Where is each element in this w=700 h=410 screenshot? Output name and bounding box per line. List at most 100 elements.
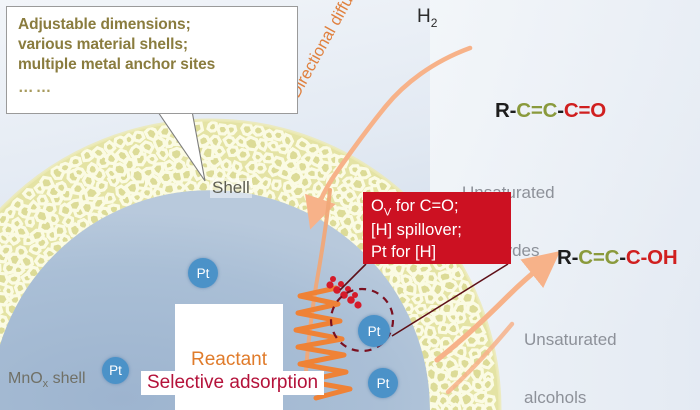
shell-grain	[58, 161, 73, 174]
outbound-product-arrow-secondary	[445, 321, 515, 395]
shell-grain	[0, 231, 11, 245]
mechanism-line-1: OV for C=O;	[371, 196, 511, 220]
shell-grain	[86, 161, 100, 176]
shell-grain	[413, 303, 428, 315]
pt-site-badge: Pt	[368, 368, 398, 398]
shell-grain	[256, 137, 269, 153]
shell-grain	[375, 178, 392, 194]
shell-grain	[471, 402, 485, 410]
hydrogen-subscript: 2	[430, 15, 438, 30]
pt-site-badge: Pt	[188, 258, 218, 288]
shell-label: Shell	[210, 178, 252, 198]
shell-grain	[161, 182, 177, 196]
mechanism-line-2: [H] spillover;	[371, 220, 462, 239]
callout-line-1: Adjustable dimensions;	[18, 16, 191, 33]
shell-grain	[155, 147, 170, 162]
hydrogen-spillover-dots	[326, 276, 362, 309]
shell-grain	[0, 336, 5, 351]
shell-grain	[261, 152, 276, 164]
shell-grain	[402, 281, 417, 297]
product-name-line-1: Unsaturated	[524, 330, 617, 350]
shell-grain	[222, 135, 237, 148]
shell-grain	[343, 188, 358, 203]
shell-grain	[476, 333, 489, 345]
shell-grain	[0, 302, 4, 316]
shell-grain	[61, 214, 75, 228]
shell-grain	[317, 145, 333, 159]
shell-grain	[103, 139, 117, 154]
shell-grain	[441, 278, 459, 293]
shell-grain	[164, 135, 176, 149]
shell-grain	[173, 181, 187, 193]
shell-grain	[169, 146, 185, 163]
shell-grain	[54, 180, 68, 195]
shell-grain	[104, 150, 119, 166]
shell-grain	[95, 179, 109, 193]
shell-grain	[468, 313, 482, 324]
shell-grain	[420, 313, 436, 326]
shell-grain	[0, 271, 10, 287]
mechanism-leader-right	[391, 263, 509, 337]
product-formula-part-3: -	[619, 245, 626, 269]
shell-grain	[305, 143, 321, 156]
shell-grain	[447, 366, 462, 381]
shell-grain	[451, 266, 465, 281]
outbound-product-arrow	[434, 251, 561, 363]
shell-grain	[36, 194, 49, 206]
product-formula-part-1: -	[571, 245, 579, 269]
shell-grain	[39, 175, 55, 190]
shell-grain	[253, 162, 268, 174]
shell-material-suffix: shell	[48, 370, 86, 387]
shell-grain	[426, 404, 442, 410]
shell-grain	[431, 311, 446, 325]
mechanism-line-1-rest: for C=O;	[391, 197, 459, 215]
shell-grain	[2, 284, 15, 298]
selective-adsorption-label: Selective adsorption	[141, 371, 325, 396]
shell-grain	[458, 356, 473, 371]
shell-grain	[473, 390, 488, 404]
shell-grain	[132, 130, 146, 143]
product-name-line-2: alcohols	[524, 388, 587, 408]
shell-grain	[453, 345, 467, 359]
shell-grain	[152, 186, 164, 199]
shell-grain	[231, 159, 243, 174]
shell-grain	[317, 160, 333, 177]
shell-grain	[150, 162, 165, 178]
shell-material-subscript: x	[42, 378, 49, 391]
shell-grain	[271, 129, 286, 142]
shell-grain	[462, 402, 476, 410]
shell-grain	[220, 158, 232, 173]
shell-grain	[0, 314, 9, 326]
shell-grain	[3, 206, 16, 219]
inbound-reactant-arrow	[305, 45, 473, 230]
shell-grain	[122, 156, 137, 172]
shell-grain	[47, 212, 60, 226]
shell-grain	[9, 197, 24, 212]
reactant-formula-part-3: -	[557, 98, 564, 122]
shell-grain	[251, 123, 266, 137]
shell-grain	[295, 137, 311, 151]
shell-grain	[308, 152, 324, 169]
shell-grain	[33, 253, 49, 268]
shell-grain	[243, 135, 261, 152]
callout-line-3: multiple metal anchor sites	[18, 56, 216, 74]
shell-grain	[144, 153, 159, 166]
shell-grain	[79, 200, 95, 216]
shell-grain	[163, 159, 177, 172]
hydrogen-gas-label: H2	[417, 6, 437, 31]
shell-grain	[455, 311, 467, 325]
shell-grain	[440, 402, 453, 410]
shell-grain	[113, 134, 128, 150]
shell-grain	[457, 380, 474, 394]
shell-grain	[262, 128, 276, 142]
shell-grain	[171, 158, 187, 174]
shell-grain	[2, 222, 16, 236]
mechanism-leader-left	[339, 263, 367, 291]
shell-grain	[226, 145, 240, 158]
shell-grain	[21, 187, 36, 201]
shell-grain	[251, 150, 265, 163]
shell-grain	[199, 145, 215, 161]
shell-grain	[480, 376, 495, 392]
shell-grain	[15, 245, 29, 259]
shell-grain	[68, 155, 83, 168]
